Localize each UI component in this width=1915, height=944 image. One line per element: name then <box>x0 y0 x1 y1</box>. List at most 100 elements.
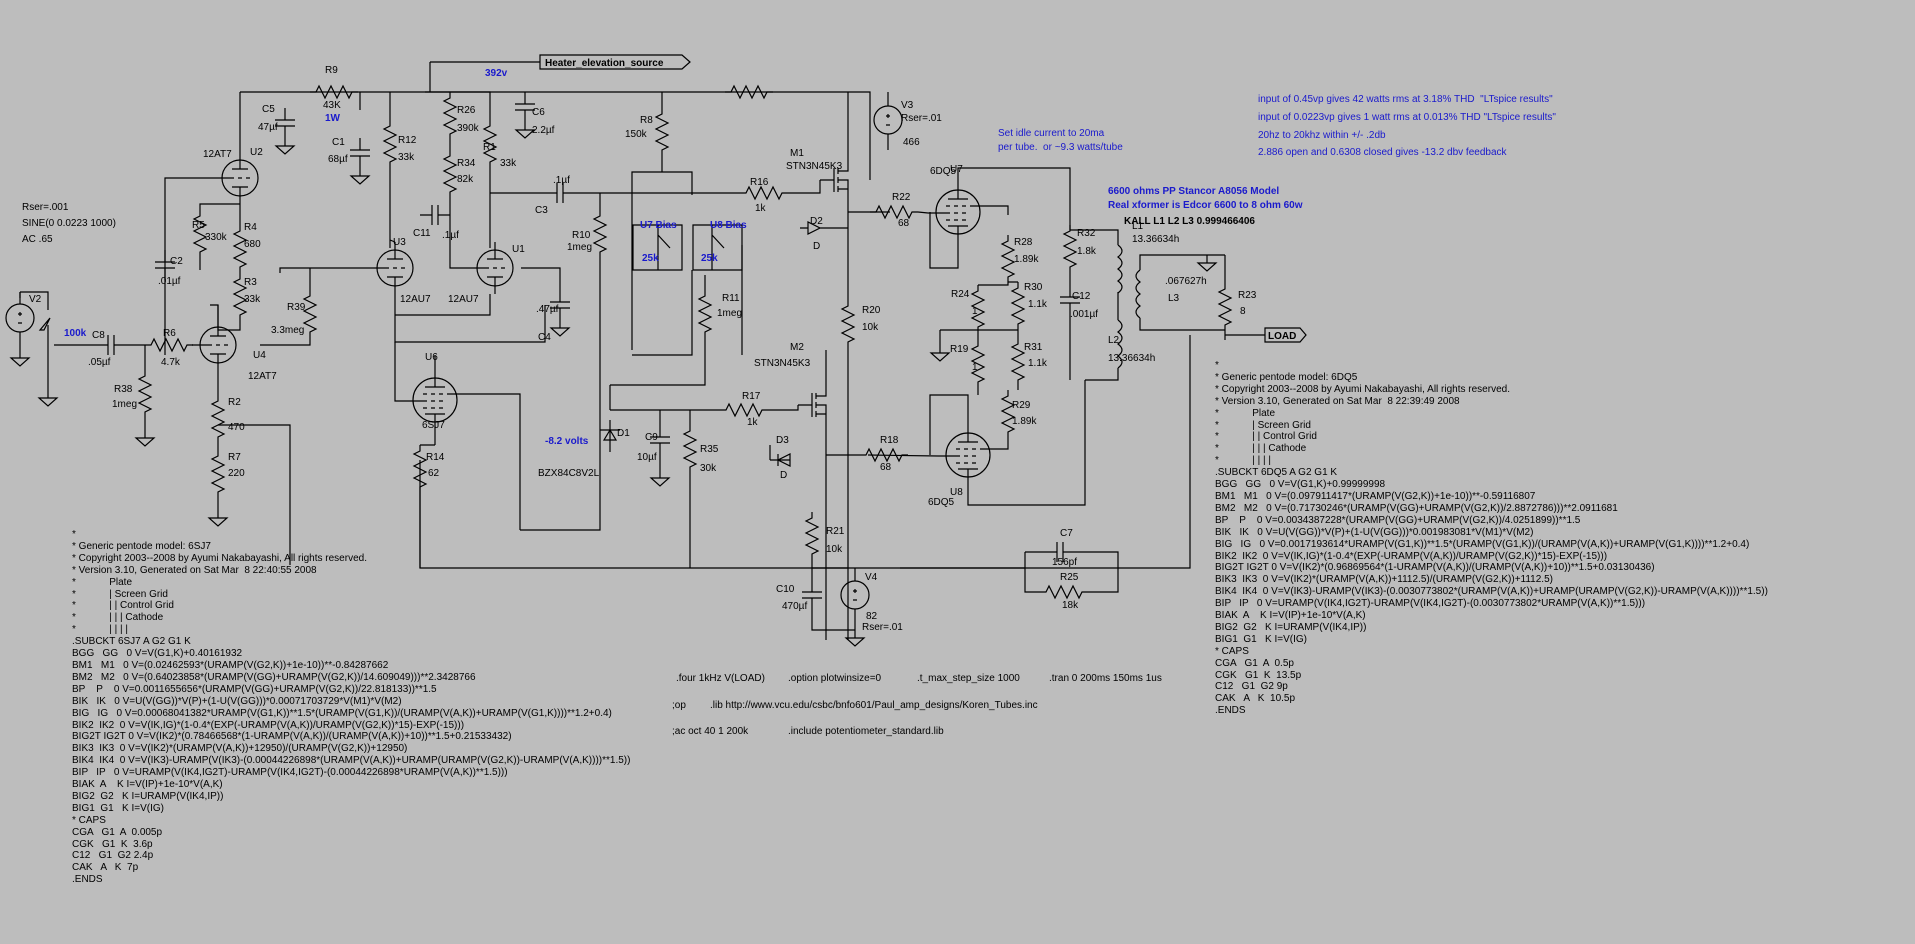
u2-value: 12AT7 <box>203 149 232 160</box>
u3-value: 12AU7 <box>400 294 431 305</box>
netlist-line: BIK IK 0 V=U(V(GG))*V(P)+(1-U(V(GG)))*0.… <box>72 695 402 707</box>
netlist-line: .SUBCKT 6DQ5 A G2 G1 K <box>1215 467 1338 479</box>
netlist-line: * | Screen Grid <box>72 588 168 600</box>
r11-value: 1meg <box>717 308 742 319</box>
u7bias-label: U7 Bias <box>640 220 677 231</box>
c2-value: .01µf <box>158 276 181 287</box>
c4-value: .47µf <box>536 304 559 315</box>
r5-value: 330k <box>205 232 228 243</box>
r28-ref: R28 <box>1014 237 1033 248</box>
r18-ref: R18 <box>880 435 899 446</box>
c10-value: 470µf <box>782 601 807 612</box>
netlist-line: * <box>1215 360 1219 371</box>
svg-text:LOAD: LOAD <box>1268 331 1296 342</box>
netlist-line: BIK4 IK4 0 V=V(IK3)-URAMP(V(IK3)-(0.0004… <box>72 755 631 767</box>
r21-value: 10k <box>826 544 843 555</box>
r12-value: 33k <box>398 152 415 163</box>
r8-ref: R8 <box>640 115 653 126</box>
r19-ref: R19 <box>950 344 969 355</box>
include-directive: .include potentiometer_standard.lib <box>788 726 944 737</box>
c12-value: .001µf <box>1070 309 1098 320</box>
r2-value: 470 <box>228 422 245 433</box>
r30-ref: R30 <box>1024 282 1043 293</box>
r3-value: 33k <box>244 294 261 305</box>
results-note: input of 0.45vp gives 42 watts rms at 3.… <box>1258 94 1556 159</box>
r20-ref: R20 <box>862 305 881 316</box>
r34-value: 82k <box>457 174 474 185</box>
d3-value: D <box>780 470 787 481</box>
netlist-line: BM1 M1 0 V=(0.097911417*(URAMP(V(G2,K))+… <box>1215 490 1536 502</box>
netlist-6sj7: ** Generic pentode model: 6SJ7* Copyrigh… <box>72 529 630 886</box>
c1-ref: C1 <box>332 137 345 148</box>
c3-ref: C3 <box>535 205 548 216</box>
netlist-line: * | | | Cathode <box>72 612 164 624</box>
pot-value: 100k <box>64 328 87 339</box>
netlist-line: BIG2T IG2T 0 V=V(IK2)*(0.96869564*(1-URA… <box>1215 562 1655 574</box>
four-directive: .four 1kHz V(LOAD) <box>676 673 765 684</box>
netlist-line: BIK2 IK2 0 V=V(IK,IG)*(1-0.4*(EXP(-URAMP… <box>1215 550 1608 562</box>
r16-ref: R16 <box>750 177 769 188</box>
netlist-line: * Version 3.10, Generated on Sat Mar 8 2… <box>1215 395 1460 407</box>
r5-ref: R5 <box>192 220 205 231</box>
plotwin-directive: .option plotwinsize=0 <box>788 673 882 684</box>
netlist-line: * | | | Cathode <box>1215 443 1307 455</box>
netlist-line: BIP IP 0 V=URAMP(V(IK4,IG2T)-URAMP(V(IK4… <box>72 767 508 779</box>
netlist-line: BM2 M2 0 V=(0.71730246*(URAMP(V(GG)+URAM… <box>1215 502 1618 514</box>
l3-value: .067627h <box>1165 276 1207 287</box>
netlist-line: * Copyright 2003--2008 by Ayumi Nakabaya… <box>1215 383 1510 395</box>
tmax-directive: .t_max_step_size 1000 <box>917 673 1020 684</box>
heater-net-label: Heater_elevation_source <box>539 54 691 70</box>
netlist-line: BGG GG 0 V=V(G1,K)+0.40161932 <box>72 648 243 660</box>
r26-value: 390k <box>457 123 480 134</box>
v4-value: 82 <box>866 611 878 622</box>
r20-value: 10k <box>862 322 879 333</box>
r22-ref: R22 <box>892 192 911 203</box>
d1-ref: D1 <box>617 428 630 439</box>
r6-ref: R6 <box>163 328 176 339</box>
r10-ref: R10 <box>572 230 591 241</box>
m2-value: STN3N45K3 <box>754 358 811 369</box>
m1-value: STN3N45K3 <box>786 161 843 172</box>
r35-value: 30k <box>700 463 717 474</box>
c12-ref: C12 <box>1072 291 1091 302</box>
netlist-line: * | | | | <box>1215 455 1271 467</box>
netlist-line: .ENDS <box>72 874 103 886</box>
c9-ref: C9 <box>645 432 658 443</box>
c2-ref: C2 <box>170 256 183 267</box>
netlist-line: * Copyright 2003--2008 by Ayumi Nakabaya… <box>72 552 367 564</box>
r8-value: 150k <box>625 129 648 140</box>
v4-ref: V4 <box>865 572 878 583</box>
l1-value: 13.36634h <box>1132 234 1179 245</box>
netlist-line: * | | | | <box>72 624 128 636</box>
r38-ref: R38 <box>114 384 133 395</box>
r3-ref: R3 <box>244 277 257 288</box>
c7-ref: C7 <box>1060 528 1073 539</box>
neg8-label: -8.2 volts <box>545 436 589 447</box>
netlist-line: * <box>72 529 76 540</box>
netlist-line: * Plate <box>72 576 133 588</box>
netlist-line: C12 G1 G2 2.4p <box>72 850 154 862</box>
r17-value: 1k <box>747 417 759 428</box>
l3-ref: L3 <box>1168 293 1180 304</box>
r34-ref: R34 <box>457 158 476 169</box>
netlist-line: CGA G1 A 0.5p <box>1215 657 1294 669</box>
netlist-line: CGK G1 K 3.6p <box>72 838 153 850</box>
r7-ref: R7 <box>228 452 241 463</box>
d2-ref: D2 <box>810 216 823 227</box>
r6-value: 4.7k <box>161 357 181 368</box>
r26-ref: R26 <box>457 105 476 116</box>
v392-label: 392v <box>485 68 508 79</box>
r32-ref: R32 <box>1077 228 1096 239</box>
r23-ref: R23 <box>1238 290 1257 301</box>
v3-extra: Rser=.01 <box>901 113 942 124</box>
r24-ref: R24 <box>951 289 970 300</box>
netlist-line: * CAPS <box>1215 645 1249 657</box>
lib-directive: .lib http://www.vcu.edu/csbc/bnfo601/Pau… <box>710 700 1038 711</box>
netlist-6dq5: ** Generic pentode model: 6DQ5* Copyrigh… <box>1215 360 1768 717</box>
r31-value: 1.1k <box>1028 358 1048 369</box>
netlist-line: * | | Control Grid <box>1215 431 1317 443</box>
r39-value: 3.3meg <box>271 325 304 336</box>
netlist-line: BIP IP 0 V=URAMP(V(IK4,IG2T)-URAMP(V(IK4… <box>1215 598 1646 610</box>
c3-value: .1µf <box>553 175 570 186</box>
